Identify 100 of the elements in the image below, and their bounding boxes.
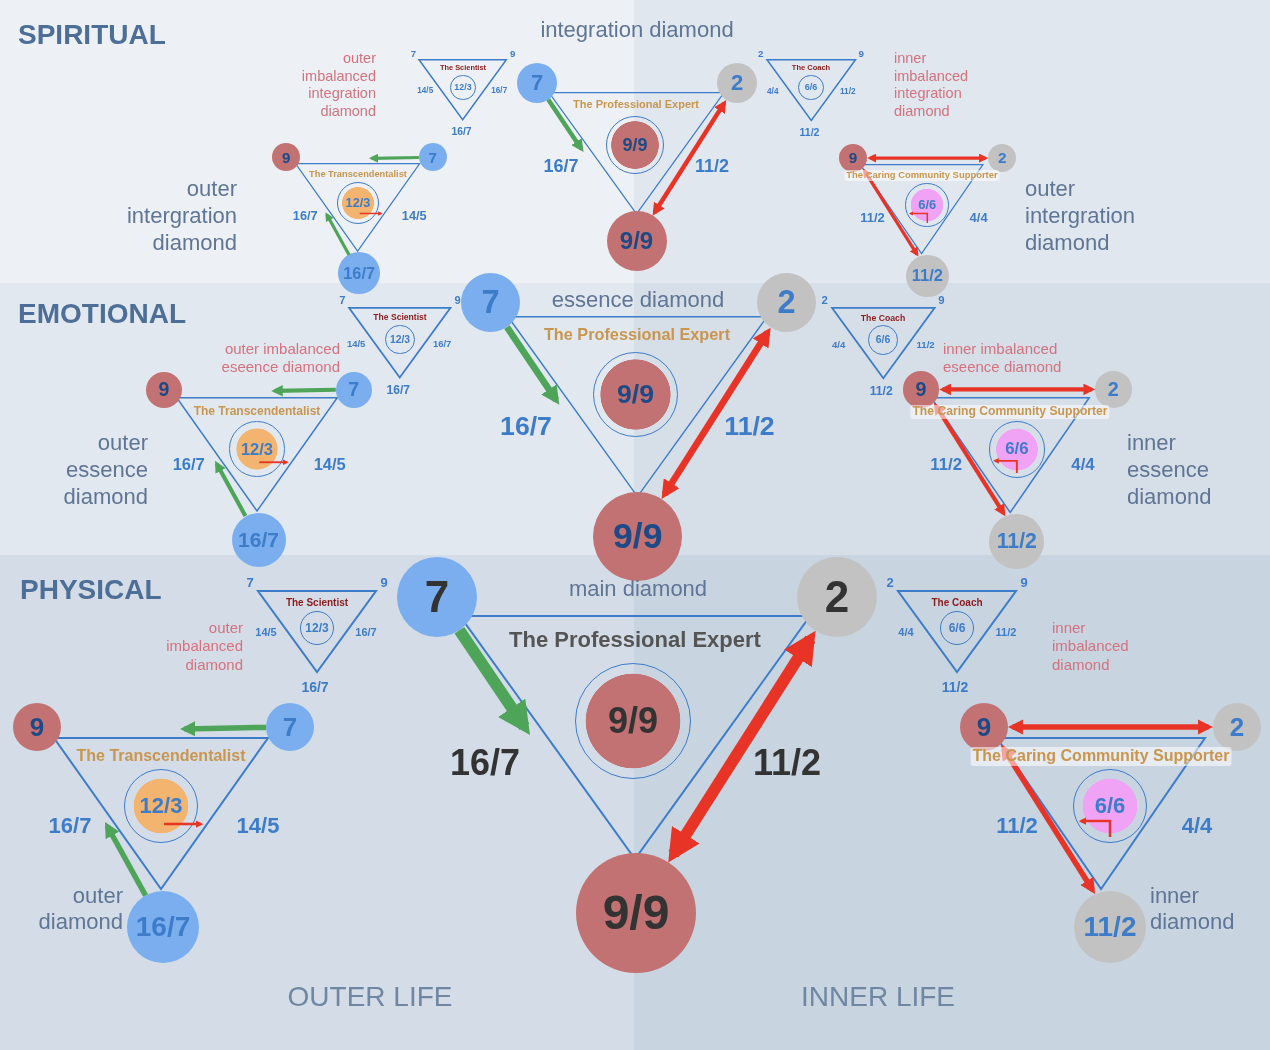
ringed-number-circle: 6/6 — [1073, 769, 1147, 843]
edge-label: 11/2 — [996, 813, 1038, 839]
arrow — [668, 630, 816, 863]
number-label: 2 — [886, 574, 894, 590]
arrow — [369, 153, 419, 163]
arrow — [939, 383, 1096, 396]
number-label: 14/5 — [255, 626, 277, 638]
caption-text: outer essence diamond — [62, 430, 148, 511]
number-label: 16/7 — [500, 410, 552, 441]
number-label: 7 — [410, 47, 417, 59]
ringed-number-circle: 6/6 — [988, 421, 1045, 478]
triangle-title: The Coach — [860, 313, 906, 324]
arrow — [867, 153, 989, 163]
number-label: 11/2 — [839, 86, 856, 95]
ringed-number-circle: 6/6 — [905, 182, 950, 227]
number-label: 9 — [454, 294, 461, 307]
arrow — [180, 721, 267, 737]
triangle-title: The Coach — [931, 597, 983, 609]
number-label: 11/2 — [799, 125, 820, 138]
note-text: inner imbalanced integration diamond — [894, 50, 970, 121]
number-label: 11/2 — [916, 338, 935, 350]
number-label: 14/5 — [417, 85, 434, 95]
number-label: 9 — [380, 574, 388, 590]
number-label: 4/4 — [969, 209, 988, 224]
caption-text: outer diamond — [37, 883, 123, 936]
triangle-title: The Professional Expert — [543, 324, 731, 344]
number-label: 11/2 — [941, 679, 969, 695]
number-label: 9 — [1020, 574, 1028, 590]
edge-label: 11/2 — [860, 209, 885, 224]
number-label: 11/2 — [869, 384, 893, 399]
ringed-number-circle: 12/3 — [124, 769, 198, 843]
number-label: 9 — [858, 47, 864, 59]
note-text: inner imbalanced diamond — [1052, 619, 1130, 674]
caption-text: integration diamond — [540, 17, 734, 44]
caption-text: inner diamond — [1150, 883, 1236, 936]
number-label: 14/5 — [313, 454, 346, 474]
number-label: 16/7 — [355, 626, 377, 638]
number-label: 16/7 — [491, 85, 508, 95]
edge-label: 11/2 — [724, 410, 775, 441]
number-label: 16/7 — [449, 742, 521, 784]
section-heading: EMOTIONAL — [18, 297, 186, 331]
triangle-title: The Caring Community Supporter — [910, 404, 1110, 419]
number-label: 7 — [339, 294, 346, 307]
edge-label: 11/2 — [695, 155, 729, 177]
number-label: 2 — [821, 294, 828, 307]
arrow — [104, 821, 148, 897]
ringed-number-circle: 12/3 — [336, 181, 380, 225]
arrow — [454, 626, 530, 735]
number-label: 14/5 — [401, 207, 427, 223]
ringed-number-circle: 9/9 — [592, 351, 679, 438]
triangle — [766, 59, 856, 122]
number-label: 14/5 — [346, 337, 366, 349]
ringed-number-circle: 9/9 — [606, 116, 664, 174]
number-label: 7 — [246, 574, 254, 590]
number-label: 16/7 — [432, 337, 452, 349]
number-label: 9 — [509, 47, 516, 59]
number-label: 4/4 — [832, 338, 846, 350]
number-label: 4/4 — [767, 86, 779, 95]
number-label: 14/5 — [236, 813, 280, 839]
arrow — [1001, 744, 1096, 894]
caption-text: outer intergration diamond — [1025, 176, 1137, 257]
number-label: 4/4 — [1071, 454, 1095, 475]
arrow — [652, 99, 727, 216]
caption-text: OUTER LIFE — [287, 980, 453, 1014]
triangle-title: The Scientist — [373, 313, 427, 323]
edge-label: 11/2 — [752, 742, 822, 784]
triangle — [898, 590, 1016, 673]
ringed-number-circle: 12/3 — [229, 421, 285, 477]
number-label: 16/7 — [48, 813, 92, 839]
triangle-title: The Caring Community Supporter — [844, 170, 1000, 181]
number-label: 11/2 — [995, 626, 1017, 638]
caption-text: outer intergration diamond — [125, 176, 237, 257]
triangle — [419, 59, 507, 121]
arrow — [271, 385, 336, 397]
number-label: 16/7 — [301, 679, 329, 695]
section-heading: SPIRITUAL — [18, 18, 166, 52]
triangle — [258, 590, 376, 673]
number-label: 16/7 — [386, 383, 410, 398]
caption-text: inner essence diamond — [1127, 430, 1213, 511]
note-text: outer imbalanced integration diamond — [300, 50, 376, 121]
caption-text: INNER LIFE — [801, 980, 955, 1014]
number-label: 16/7 — [172, 454, 205, 474]
triangle-title: The Transcendentalist — [193, 404, 321, 419]
arrow — [325, 212, 351, 256]
note-text: outer imbalanced diamond — [165, 619, 243, 674]
arrow — [661, 327, 771, 499]
triangle-title: The Scientist — [285, 597, 349, 609]
arrow — [546, 98, 584, 153]
number-label: 4/4 — [898, 626, 914, 638]
note-text: inner imbalanced eseence diamond — [943, 340, 1063, 377]
number-label: 2 — [758, 47, 764, 59]
triangle-title: The Transcendentalist — [76, 747, 246, 766]
number-label: 4/4 — [1181, 813, 1213, 839]
ringed-number-circle: 9/9 — [575, 663, 691, 779]
number-label: 16/7 — [292, 207, 318, 223]
arrow — [934, 402, 1006, 517]
triangle-title: The Caring Community Supporter — [970, 747, 1232, 766]
arrow — [214, 460, 248, 517]
number-label: 16/7 — [543, 155, 579, 177]
number-label: 16/7 — [451, 125, 472, 137]
